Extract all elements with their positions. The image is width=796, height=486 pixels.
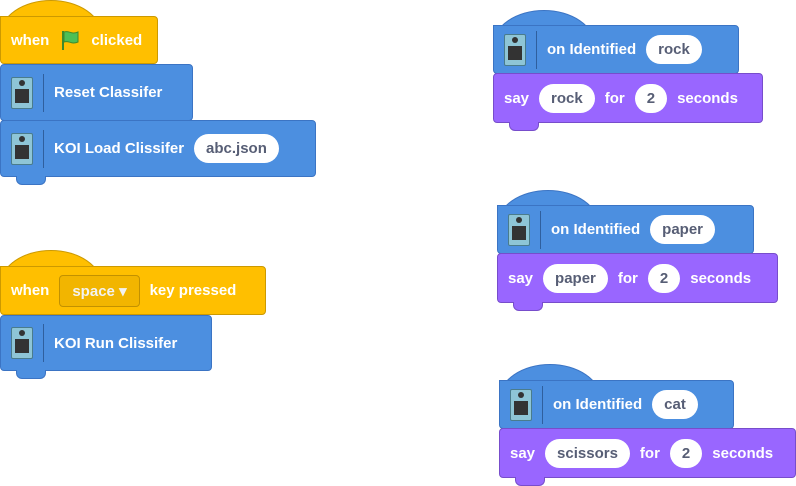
block-notch: [509, 122, 539, 131]
block-label: on Identified: [551, 221, 641, 238]
koi-run-classifier-block[interactable]: KOI Run Clissifer: [0, 315, 212, 371]
block-notch: [16, 176, 46, 185]
say-label: say: [508, 269, 534, 287]
green-flag-icon: [62, 31, 79, 50]
on-identified-block[interactable]: on Identified cat: [499, 380, 734, 429]
key-value: space: [72, 282, 115, 300]
koi-device-icon: [508, 213, 530, 246]
message-input[interactable]: paper: [543, 263, 608, 293]
seconds-input[interactable]: 2: [634, 83, 668, 113]
seconds-input[interactable]: 2: [647, 263, 681, 293]
seconds-label: seconds: [677, 89, 738, 107]
block-label: on Identified: [547, 41, 637, 58]
divider: [542, 385, 543, 424]
say-label: say: [510, 444, 536, 462]
class-input[interactable]: cat: [652, 390, 698, 419]
block-label: KOI Load Clissifer: [54, 140, 185, 157]
koi-device-icon: [11, 76, 33, 109]
divider: [536, 30, 537, 69]
block-notch: [16, 370, 46, 379]
say-for-secs-block[interactable]: say rock for 2 seconds: [493, 73, 763, 123]
say-for-secs-block[interactable]: say paper for 2 seconds: [497, 253, 778, 303]
when-label: when: [11, 282, 50, 299]
when-key-pressed-block[interactable]: when space ▾ key pressed: [0, 266, 266, 315]
when-label: when: [11, 31, 50, 49]
reset-classifier-block[interactable]: Reset Classifer: [0, 64, 193, 121]
dropdown-arrow-icon: ▾: [119, 282, 127, 300]
message-input[interactable]: rock: [539, 83, 595, 113]
class-input[interactable]: paper: [650, 215, 716, 244]
say-for-secs-block[interactable]: say scissors for 2 seconds: [499, 428, 796, 478]
seconds-input[interactable]: 2: [669, 438, 703, 468]
on-identified-block[interactable]: on Identified rock: [493, 25, 739, 74]
koi-device-icon: [11, 132, 33, 165]
seconds-label: seconds: [712, 444, 774, 462]
koi-device-icon: [510, 388, 532, 421]
key-dropdown[interactable]: space ▾: [59, 274, 140, 307]
koi-device-icon: [504, 33, 526, 66]
for-label: for: [639, 444, 660, 462]
block-label: Reset Classifer: [54, 84, 163, 101]
for-label: for: [604, 89, 625, 107]
on-identified-block[interactable]: on Identified paper: [497, 205, 754, 254]
divider: [43, 324, 44, 362]
say-label: say: [504, 89, 530, 107]
koi-load-classifier-block[interactable]: KOI Load Clissifer abc.json: [0, 120, 316, 177]
clicked-label: clicked: [91, 31, 143, 49]
divider: [43, 73, 44, 112]
block-label: KOI Run Clissifer: [54, 334, 178, 352]
divider: [43, 129, 44, 168]
when-flag-clicked-block[interactable]: when clicked: [0, 16, 158, 64]
seconds-label: seconds: [690, 269, 752, 287]
koi-device-icon: [11, 327, 33, 359]
divider: [540, 210, 541, 249]
filename-input[interactable]: abc.json: [194, 134, 279, 163]
block-label: on Identified: [553, 396, 643, 413]
for-label: for: [617, 269, 638, 287]
message-input[interactable]: scissors: [545, 438, 630, 468]
block-notch: [513, 302, 543, 311]
key-pressed-label: key pressed: [149, 282, 237, 299]
class-input[interactable]: rock: [646, 35, 702, 64]
